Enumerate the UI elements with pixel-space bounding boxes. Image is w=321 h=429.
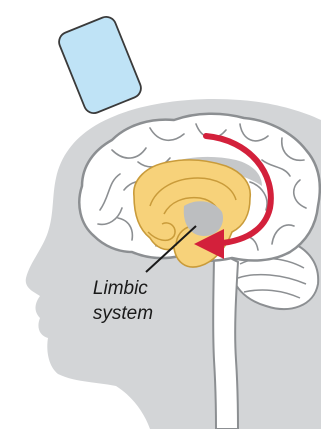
brainstem xyxy=(213,250,238,429)
stimulation-pad xyxy=(56,14,144,116)
label-line-2: system xyxy=(93,303,153,324)
label-line-1: Limbic xyxy=(93,278,148,299)
